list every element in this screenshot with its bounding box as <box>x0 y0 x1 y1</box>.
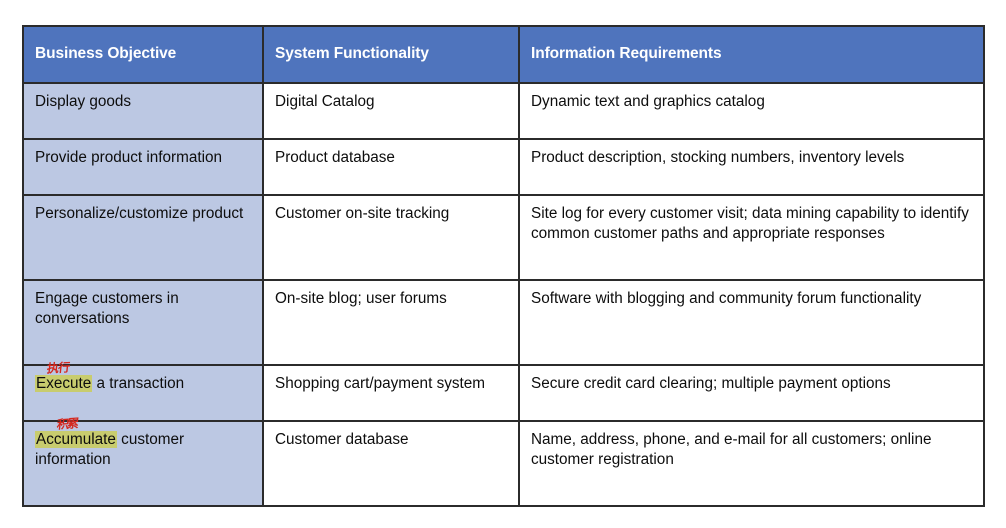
cell-information-requirements: Dynamic text and graphics catalog <box>519 83 984 140</box>
table-header-row: Business Objective System Functionality … <box>23 26 984 84</box>
table-row: Provide product information Product data… <box>23 138 984 196</box>
cell-information-requirements: Name, address, phone, and e-mail for all… <box>519 420 984 506</box>
highlighted-term-text: Execute <box>36 374 92 392</box>
cell-system-functionality: Customer database <box>263 420 520 506</box>
cell-information-requirements: Site log for every customer visit; data … <box>519 194 984 281</box>
cell-information-requirements: Secure credit card clearing; multiple pa… <box>519 364 984 422</box>
objective-remainder: customer information <box>35 430 185 468</box>
cell-business-objective: Display goods <box>23 83 264 140</box>
cell-business-objective: Provide product information <box>23 138 264 196</box>
cell-information-requirements: Software with blogging and community for… <box>519 279 984 366</box>
requirements-table-container: Business Objective System Functionality … <box>22 25 985 507</box>
cell-system-functionality: Customer on-site tracking <box>263 194 520 281</box>
table-body: Display goods Digital Catalog Dynamic te… <box>23 83 984 506</box>
cell-system-functionality: Product database <box>263 138 520 196</box>
objective-remainder: a transaction <box>92 374 185 392</box>
cell-system-functionality: Shopping cart/payment system <box>263 364 520 422</box>
column-header-business-objective: Business Objective <box>23 26 264 84</box>
business-requirements-table: Business Objective System Functionality … <box>22 25 985 507</box>
table-header: Business Objective System Functionality … <box>23 26 984 84</box>
table-row: Engage customers in conversations On-sit… <box>23 279 984 366</box>
column-header-system-functionality: System Functionality <box>263 26 520 84</box>
cell-business-objective: Engage customers in conversations <box>23 279 264 366</box>
cell-business-objective: Personalize/customize product <box>23 194 264 281</box>
cell-system-functionality: On-site blog; user forums <box>263 279 520 366</box>
table-row: Personalize/customize product Customer o… <box>23 194 984 281</box>
table-row: Display goods Digital Catalog Dynamic te… <box>23 83 984 140</box>
cell-information-requirements: Product description, stocking numbers, i… <box>519 138 984 196</box>
column-header-information-requirements: Information Requirements <box>519 26 984 84</box>
cell-system-functionality: Digital Catalog <box>263 83 520 140</box>
highlighted-term-text: Accumulate <box>36 430 116 448</box>
